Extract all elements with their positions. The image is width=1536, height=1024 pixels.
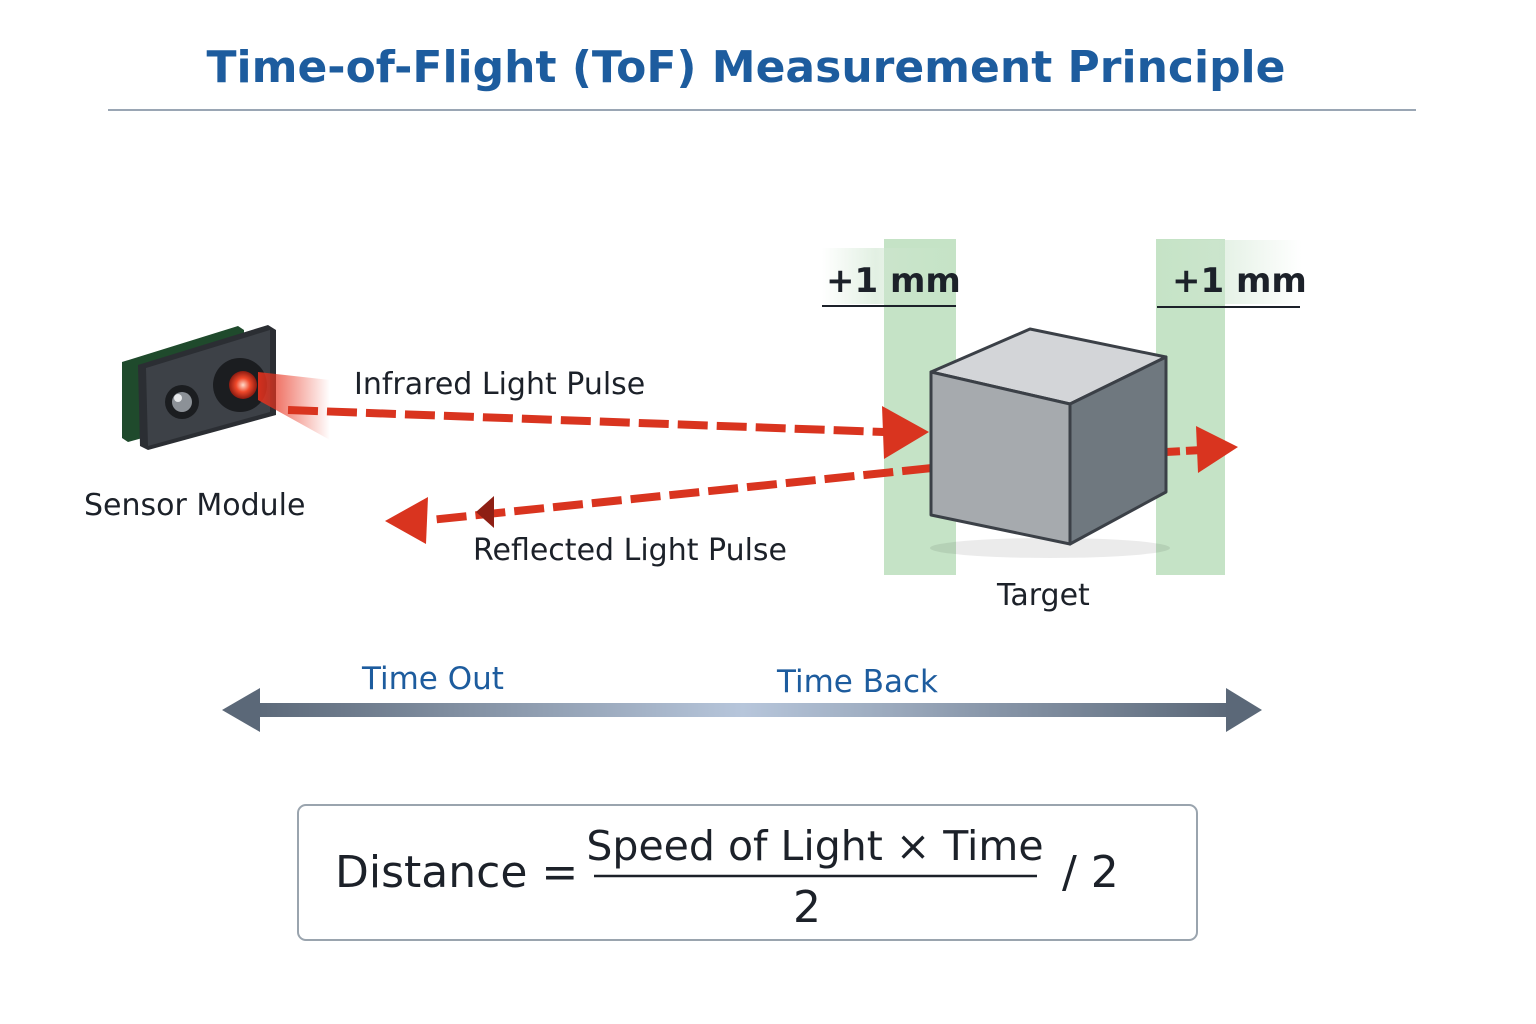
formula-lhs: Distance = [335,847,578,898]
reflected-pulse-label: Reflected Light Pulse [473,533,787,568]
time-back-label: Time Back [776,664,938,700]
formula-box [297,804,1198,941]
tolerance-label-bg-left [822,248,956,304]
tolerance-label-right: +1 mm [1172,261,1307,301]
infrared-pulse-label: Infrared Light Pulse [354,367,645,402]
infrared-pulse-arrow [287,406,929,459]
formula-numerator: Speed of Light × Time [586,822,1043,870]
target-cube-icon [929,327,1170,558]
reflected-pulse-arrow [385,464,933,544]
formula-suffix: / 2 [1062,847,1119,898]
target-label: Target [996,578,1090,613]
timeline-arrow [222,688,1262,732]
page-title: Time-of-Flight (ToF) Measurement Princip… [207,42,1286,93]
formula-denominator: 2 [793,882,821,933]
tolerance-label-bg-right [1156,240,1302,304]
tolerance-label-left: +1 mm [826,261,961,301]
time-out-label: Time Out [361,661,504,697]
transmitted-pulse-arrow [1165,426,1238,473]
sensor-module-icon [122,325,330,450]
sensor-module-label: Sensor Module [84,488,305,523]
